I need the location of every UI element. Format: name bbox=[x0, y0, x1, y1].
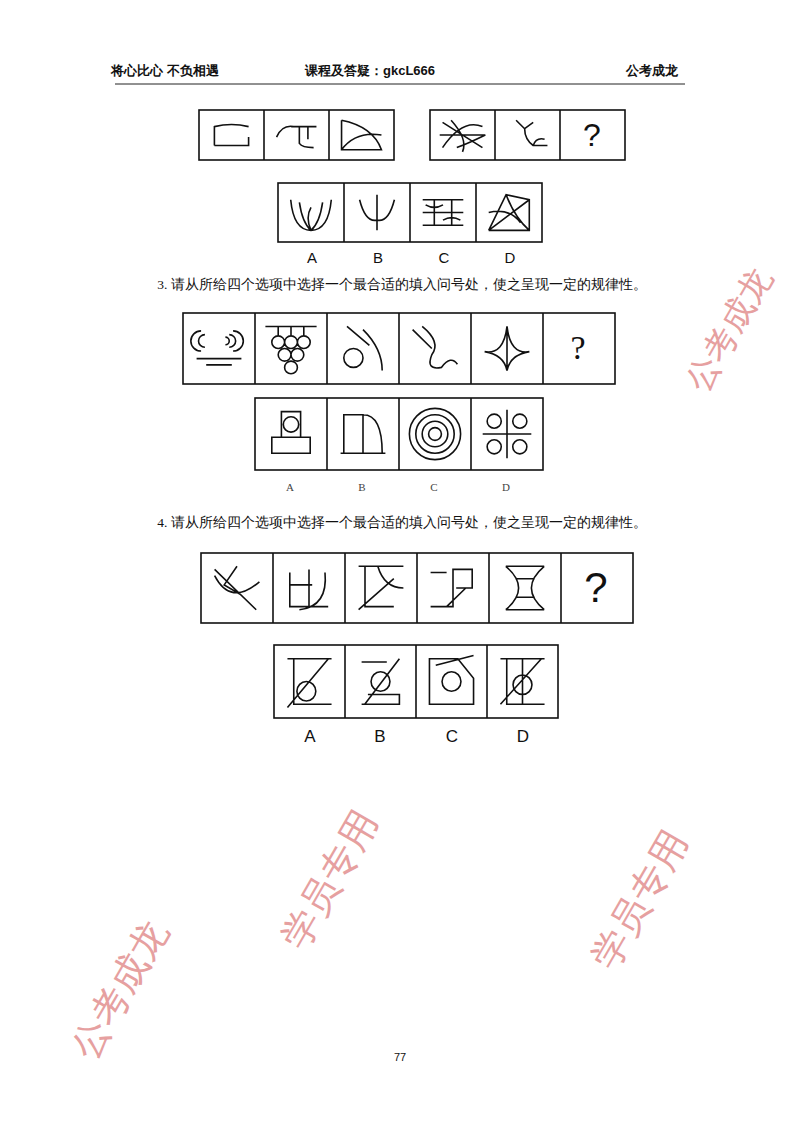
option-row bbox=[278, 183, 542, 242]
option-letter: C bbox=[439, 249, 450, 267]
figure-lines bbox=[483, 410, 532, 459]
figure-lines bbox=[272, 412, 310, 454]
watermark: 学员专用 bbox=[272, 803, 387, 957]
page-number: 77 bbox=[394, 1051, 406, 1064]
figure-lines bbox=[485, 326, 530, 370]
question-mark: ? bbox=[570, 328, 585, 369]
option-letter: D bbox=[502, 481, 510, 494]
figure-lines bbox=[431, 569, 473, 606]
figure-lines bbox=[440, 120, 486, 152]
figure-lines bbox=[423, 200, 464, 226]
option-letter: A bbox=[307, 249, 317, 267]
option-letter: A bbox=[286, 481, 294, 494]
option-letter: D bbox=[505, 249, 516, 267]
question-mark: ? bbox=[584, 563, 607, 613]
option-letter: B bbox=[358, 481, 365, 494]
figure-lines bbox=[359, 566, 404, 609]
option-row bbox=[274, 645, 558, 718]
option-letter: A bbox=[304, 727, 315, 747]
question-text: 4. 请从所给四个选项中选择一个最合适的填入问号处，使之呈现一定的规律性。 bbox=[157, 515, 647, 531]
figure-lines bbox=[290, 569, 328, 609]
figure-lines bbox=[265, 326, 316, 373]
header-text: 将心比心 不负相遇 bbox=[111, 63, 219, 79]
figure-lines bbox=[215, 566, 260, 609]
figure-lines bbox=[409, 408, 460, 459]
figure-lines bbox=[516, 120, 547, 145]
figure-lines bbox=[489, 195, 530, 231]
question-mark: ? bbox=[583, 116, 601, 154]
figure-lines bbox=[291, 200, 332, 231]
figure-lines bbox=[413, 326, 458, 367]
option-letter: B bbox=[373, 249, 383, 267]
figure-lines bbox=[506, 566, 544, 609]
figure-lines bbox=[342, 120, 382, 149]
watermark: 公考成龙 bbox=[62, 913, 177, 1067]
question-text: 3. 请从所给四个选项中选择一个最合适的填入问号处，使之呈现一定的规律性。 bbox=[157, 277, 647, 293]
figure-lines bbox=[277, 126, 317, 147]
header-text: 公考成龙 bbox=[626, 63, 678, 79]
watermark: 公考成龙 bbox=[678, 261, 781, 399]
figure-lines bbox=[344, 326, 382, 370]
watermark: 学员专用 bbox=[582, 823, 697, 977]
figure-lines bbox=[360, 195, 395, 231]
figure-row bbox=[201, 553, 633, 623]
figure-lines bbox=[500, 659, 544, 705]
option-letter: D bbox=[517, 727, 529, 747]
header-text: 课程及答疑：gkcL666 bbox=[305, 63, 435, 79]
figure-lines bbox=[287, 659, 331, 708]
figure-lines bbox=[362, 659, 400, 705]
figure-lines bbox=[214, 125, 248, 146]
figure-lines bbox=[341, 415, 386, 453]
figure-lines bbox=[429, 656, 473, 705]
figure-row bbox=[430, 110, 625, 160]
header-rule bbox=[115, 84, 685, 85]
option-letter: C bbox=[446, 727, 458, 747]
option-letter: C bbox=[430, 481, 437, 494]
figure-row bbox=[183, 313, 615, 384]
figure-lines bbox=[191, 331, 243, 365]
option-row bbox=[255, 398, 543, 470]
figure-row bbox=[199, 110, 394, 160]
option-letter: B bbox=[374, 727, 385, 747]
